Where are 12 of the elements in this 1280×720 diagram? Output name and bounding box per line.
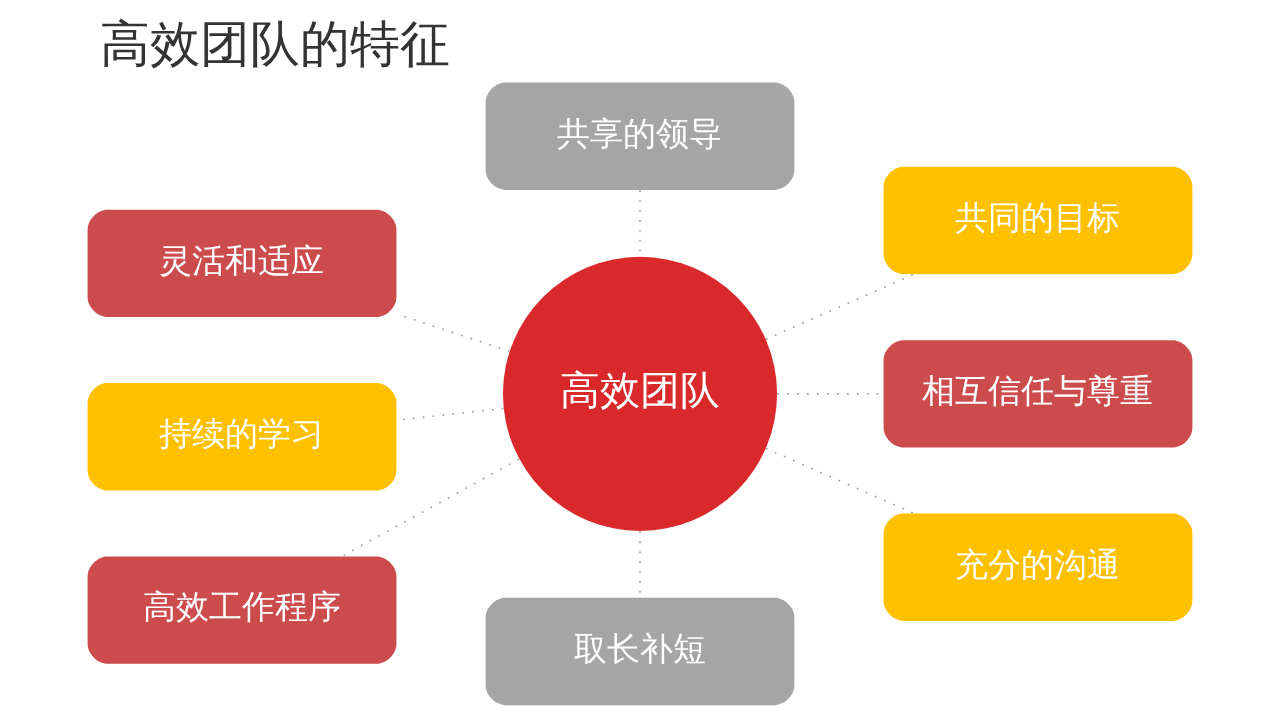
node-box: 共享的领导 [485, 82, 795, 190]
node-box: 充分的沟通 [883, 513, 1193, 621]
connector [765, 447, 915, 515]
node-box: 灵活和适应 [87, 209, 397, 318]
node-box: 相互信任与尊重 [883, 340, 1193, 448]
node-circle: 高效团队 [502, 256, 778, 531]
node-box: 取长补短 [485, 597, 795, 706]
connector [765, 273, 915, 341]
diagram-title: 高效团队的特征 [100, 15, 451, 74]
node-box: 持续的学习 [87, 383, 397, 491]
node-box: 共同的目标 [883, 166, 1193, 275]
node-box: 高效工作程序 [87, 556, 397, 664]
